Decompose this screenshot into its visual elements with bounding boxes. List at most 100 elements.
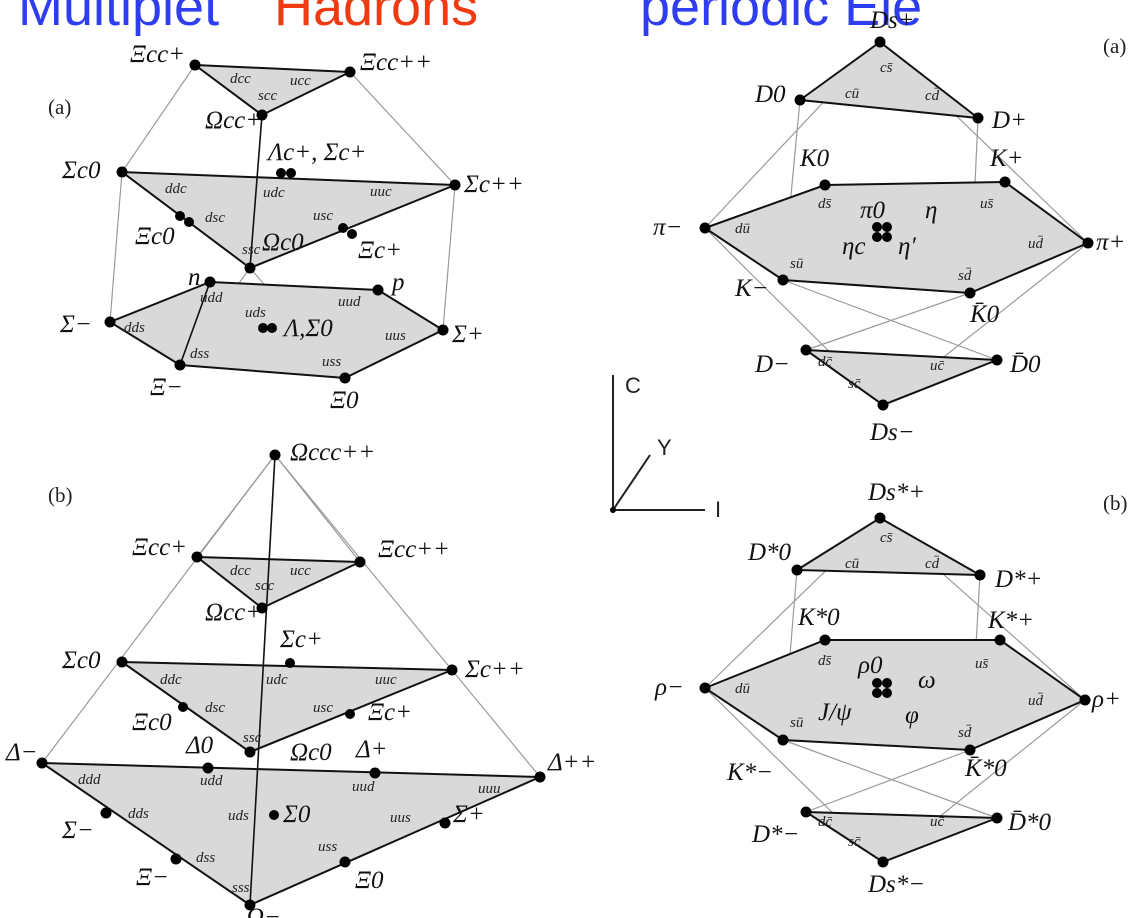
quark-du-bar: dū [735, 221, 750, 237]
quark-ssc: ssc [243, 730, 262, 746]
label-pi-minus: π− [653, 214, 682, 241]
meson-planes [702, 40, 1091, 407]
label-omega-cc-plus: Ωcc+ [205, 599, 262, 626]
quark-uc-bar: uc̄ [930, 358, 945, 374]
axis-label-c: C [625, 373, 641, 398]
meson-planes [702, 516, 1088, 864]
label-omega: ω [918, 667, 936, 694]
label-xi-minus: Ξ− [150, 374, 183, 401]
label-xi-zero: Ξ0 [330, 387, 359, 414]
label-xi-cc-plus: Ξcc+ [132, 534, 187, 561]
label-sigma-0: Σ0 [282, 801, 311, 828]
quark-dsc: dsc [205, 700, 225, 716]
label-sigma-c-plusplus: Σc++ [464, 656, 525, 683]
quark-sd-bar: sd̄ [958, 725, 972, 741]
guide-lines [41, 454, 541, 778]
quark-ud-bar: ud̄ [1028, 693, 1044, 709]
label-lambda-c-sigma-c: Λc+, Σc+ [266, 139, 366, 166]
label-omega-c0: Ωc0 [262, 229, 304, 256]
quark-sc-bar: sc̄ [848, 376, 861, 392]
panel-label: (a) [48, 95, 71, 119]
quark-ds-bar: ds̄ [818, 653, 832, 669]
panel-label: (b) [48, 483, 73, 507]
quark-cs-bar: cs̄ [880, 60, 893, 76]
quark-sc-bar: sc̄ [848, 834, 861, 850]
quark-ddc: ddc [165, 181, 187, 197]
quark-dss: dss [190, 346, 209, 362]
label-sigma-c-plusplus: Σc++ [463, 171, 524, 198]
quark-cd-bar: cd̄ [925, 556, 940, 572]
label-omega-c0: Ωc0 [290, 739, 332, 766]
quark-su-bar: sū [790, 256, 803, 272]
quark-scc: scc [255, 578, 274, 594]
baryon-dots [104, 59, 461, 384]
quark-uud: uud [352, 779, 375, 795]
quark-udc: udc [266, 672, 288, 688]
meson-multiplet-a: (a) Ds+ D0 D+ K0 K+ π− π0 η ηc η′ π+ K− … [653, 7, 1126, 446]
label-omega-cc-plus: Ωcc+ [205, 107, 262, 134]
baryon-dots [36, 449, 546, 911]
quark-du-bar: dū [735, 681, 750, 697]
label-d0-bar: D̄0 [1009, 351, 1041, 378]
quark-ucc: ucc [290, 73, 311, 89]
quark-dc-bar: dc̄ [818, 814, 833, 830]
quark-uud: uud [338, 294, 361, 310]
quark-uuu: uuu [478, 781, 501, 797]
quark-udc: udc [263, 185, 285, 201]
label-d-minus: D− [754, 351, 790, 378]
label-pi-plus: π+ [1096, 229, 1125, 256]
quark-ddd: ddd [78, 772, 101, 788]
quark-udd: udd [200, 290, 223, 306]
quark-dc-bar: dc̄ [818, 354, 833, 370]
quark-uds: uds [245, 305, 266, 321]
label-d-plus: D+ [991, 107, 1027, 134]
quark-ucc: ucc [290, 563, 311, 579]
label-d-star0: D*0 [747, 539, 792, 566]
axis-label-y: Y [657, 435, 672, 460]
label-k0: K0 [799, 145, 830, 172]
quark-ud-bar: ud̄ [1028, 236, 1044, 252]
label-lambda-sigma0: Λ,Σ0 [282, 315, 333, 342]
title-multiplet: Multiplet [18, 0, 220, 37]
label-k0-bar: K̄0 [969, 301, 1000, 328]
quark-uuc: uuc [370, 184, 392, 200]
label-xi-minus: Ξ− [136, 864, 169, 891]
quark-ddc: ddc [160, 672, 182, 688]
quark-cs-bar: cs̄ [880, 530, 893, 546]
label-xi-c0: Ξc0 [132, 709, 172, 736]
label-eta-c: ηc [842, 233, 866, 260]
label-eta: η [925, 197, 937, 224]
label-eta-prime: η′ [898, 233, 916, 260]
quark-dcc: dcc [230, 563, 251, 579]
label-k-star0: K*0 [797, 604, 840, 631]
label-sigma-c-plus: Σc+ [279, 626, 323, 653]
quark-dss: dss [196, 850, 215, 866]
label-xi-cc-plus: Ξcc+ [130, 41, 185, 68]
label-sigma-plus: Σ+ [452, 801, 485, 828]
quark-dsc: dsc [205, 210, 225, 226]
quark-uus: uus [385, 328, 406, 344]
label-delta-plus: Δ+ [355, 736, 388, 763]
meson-dots [699, 36, 1094, 411]
panel-label: (b) [1103, 491, 1128, 515]
label-ds-star-plus: Ds*+ [867, 479, 925, 506]
label-xi-cc-plusplus: Ξcc++ [378, 536, 450, 563]
panel-label: (a) [1103, 34, 1126, 58]
label-xi-c-plus: Ξc+ [358, 237, 402, 264]
label-sigma-minus: Σ− [61, 817, 94, 844]
label-omega-ccc: Ωccc++ [290, 439, 375, 466]
label-ds-plus: Ds+ [869, 7, 915, 34]
quark-ds-bar: ds̄ [818, 196, 832, 212]
quark-sd-bar: sd̄ [958, 268, 972, 284]
baryon-multiplet-b: (b) Ωccc++ Ξcc+ Ξcc++ Ωcc+ Σc+ Σc0 Σc++ … [5, 439, 596, 918]
quark-udd: udd [200, 773, 223, 789]
label-sigma-c0: Σc0 [61, 157, 101, 184]
quark-cd-bar: cd̄ [925, 88, 940, 104]
quark-dcc: dcc [230, 71, 251, 87]
label-jpsi: J/ψ [818, 699, 852, 726]
label-sigma-plus: Σ+ [451, 321, 484, 348]
label-phi: φ [905, 702, 919, 729]
label-xi-zero: Ξ0 [355, 867, 384, 894]
label-ds-minus: Ds− [869, 419, 915, 446]
